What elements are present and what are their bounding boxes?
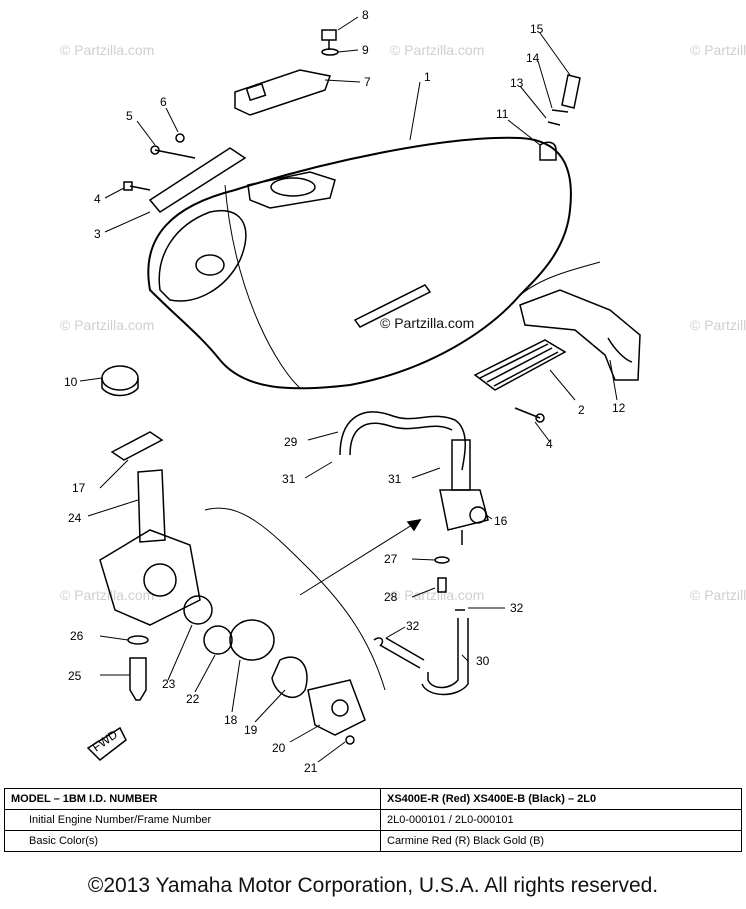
callout-8: 8 — [362, 8, 369, 22]
callout-5: 5 — [126, 109, 133, 123]
callout-labels: 1 2 3 4 4 5 6 7 8 9 10 11 12 13 14 15 16… — [64, 8, 626, 775]
callout-17: 17 — [72, 481, 86, 495]
spec-row-engine-frame: Initial Engine Number/Frame Number 2L0-0… — [4, 809, 742, 831]
callout-19: 19 — [244, 723, 258, 737]
rubber-plug-part — [101, 365, 139, 397]
callout-12: 12 — [612, 401, 626, 415]
model-spec-table: MODEL – 1BM I.D. NUMBER XS400E-R (Red) X… — [4, 788, 742, 852]
callout-11: 11 — [496, 107, 509, 121]
tank-strap-part — [353, 284, 432, 328]
callout-32a: 32 — [510, 601, 524, 615]
callout-leader-lines — [79, 16, 618, 763]
watermark-text: © Partzilla.com — [390, 587, 484, 603]
spec-value: XS400E-R (Red) XS400E-B (Black) – 2L0 — [380, 788, 742, 810]
hardware-bolts — [123, 29, 581, 423]
callout-7: 7 — [364, 75, 371, 89]
spec-value: Carmine Red (R) Black Gold (B) — [380, 830, 742, 852]
rear-cushion-part — [473, 339, 567, 391]
watermark-text: © Partzilla.com — [690, 317, 746, 333]
callout-9: 9 — [362, 43, 369, 57]
watermark-text: © Partzilla.com — [690, 42, 746, 58]
callout-18: 18 — [224, 713, 238, 727]
front-damper-part — [519, 289, 641, 381]
callout-22: 22 — [186, 692, 200, 706]
callout-27: 27 — [384, 552, 398, 566]
watermark-text: © Partzilla.com — [60, 317, 154, 333]
callout-31b: 31 — [388, 472, 402, 486]
spec-label: MODEL – 1BM I.D. NUMBER — [4, 788, 381, 810]
watermark-center-text: © Partzilla.com — [380, 315, 474, 331]
spec-label: Basic Color(s) — [4, 830, 381, 852]
watermark-text: © Partzilla.com — [390, 42, 484, 58]
watermark-text: © Partzilla.com — [60, 42, 154, 58]
callout-6: 6 — [160, 95, 167, 109]
callout-31a: 31 — [282, 472, 296, 486]
spec-value: 2L0-000101 / 2L0-000101 — [380, 809, 742, 831]
callout-4a: 4 — [94, 192, 101, 206]
callout-21: 21 — [304, 761, 318, 775]
drain-parts — [373, 556, 469, 696]
callout-20: 20 — [272, 741, 286, 755]
callout-24: 24 — [68, 511, 82, 525]
callout-2: 2 — [578, 403, 585, 417]
spec-label: Initial Engine Number/Frame Number — [4, 809, 381, 831]
callout-3: 3 — [94, 227, 101, 241]
callout-13: 13 — [510, 76, 524, 90]
watermark-text: © Partzilla.com — [690, 587, 746, 603]
fuel-hose-upper — [339, 411, 466, 471]
callout-1: 1 — [424, 70, 431, 84]
forward-arrow-icon: FWD — [86, 726, 127, 761]
callout-25: 25 — [68, 669, 82, 683]
callout-32b: 32 — [406, 619, 420, 633]
callout-10: 10 — [64, 375, 78, 389]
spec-row-color: Basic Color(s) Carmine Red (R) Black Gol… — [4, 830, 742, 852]
callout-30: 30 — [476, 654, 490, 668]
spec-row-model: MODEL – 1BM I.D. NUMBER XS400E-R (Red) X… — [4, 788, 742, 810]
filler-cap-part — [247, 171, 336, 209]
callout-16: 16 — [494, 514, 508, 528]
watermark-layer: © Partzilla.com © Partzilla.com © Partzi… — [60, 42, 746, 603]
copyright-notice: ©2013 Yamaha Motor Corporation, U.S.A. A… — [87, 874, 659, 897]
callout-28: 28 — [384, 590, 398, 604]
cap-cover-part — [234, 69, 331, 116]
bracket-plate-part — [148, 147, 247, 213]
fuel-tank-part — [147, 136, 601, 390]
callout-15: 15 — [530, 22, 544, 36]
callout-26: 26 — [70, 629, 84, 643]
callout-4b: 4 — [546, 437, 553, 451]
callout-29: 29 — [284, 435, 298, 449]
fuel-tank-exploded-diagram: © Partzilla.com © Partzilla.com © Partzi… — [60, 8, 746, 775]
callout-23: 23 — [162, 677, 176, 691]
callout-14: 14 — [526, 51, 540, 65]
watermark-text: © Partzilla.com — [60, 587, 154, 603]
